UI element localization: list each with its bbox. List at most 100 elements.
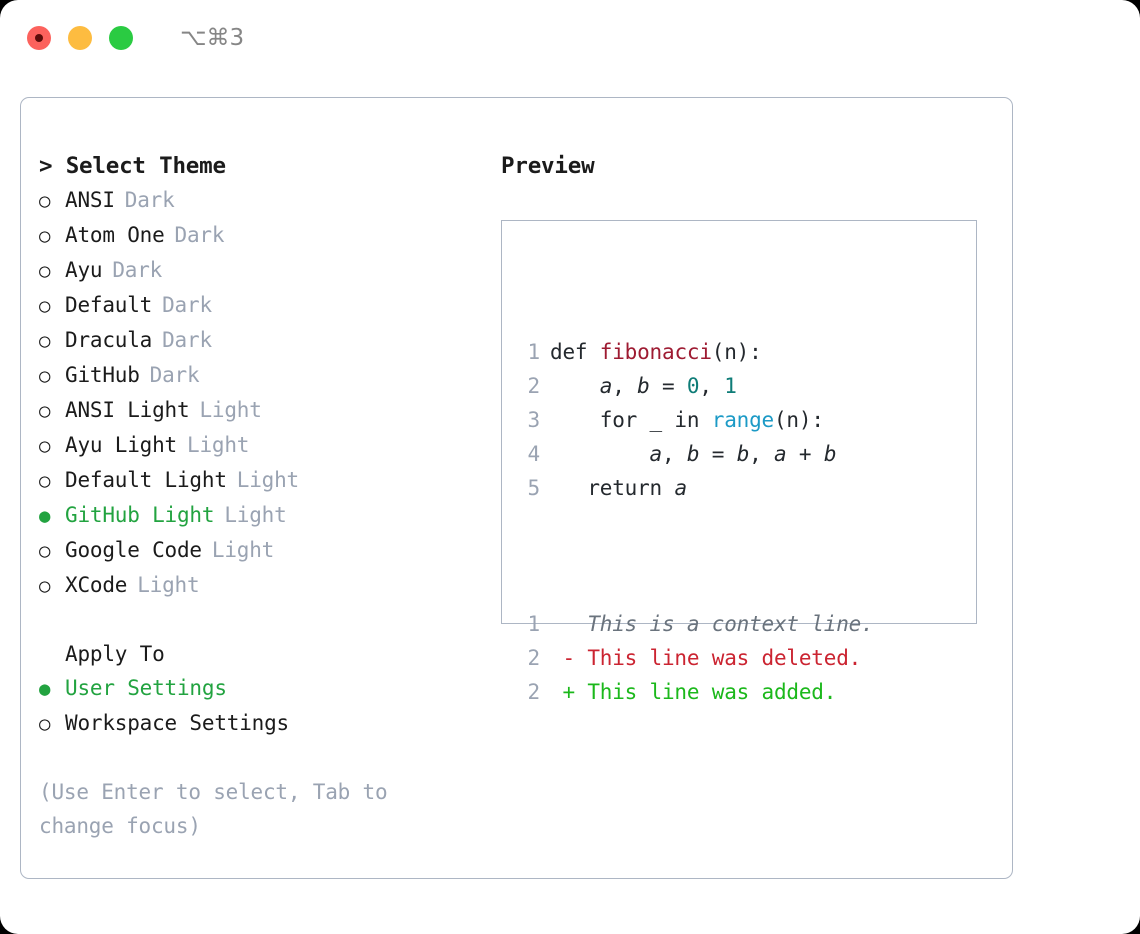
- radio-unselected-icon: ○: [39, 713, 51, 735]
- radio-unselected-icon: ○: [39, 575, 51, 597]
- code-token-plain: [550, 442, 650, 466]
- code-line-number: 1: [527, 340, 541, 364]
- preview-heading: Preview: [501, 153, 595, 179]
- theme-option-kind: Light: [187, 433, 250, 457]
- title-bar: ⌥⌘3: [0, 0, 1140, 76]
- theme-option-label: Ayu Light: [65, 433, 177, 457]
- diff-line-number: 2: [527, 646, 541, 670]
- diff-line: 2 + This line was added.: [520, 675, 874, 709]
- theme-option-label: Google Code: [65, 538, 202, 562]
- radio-unselected-icon: ○: [39, 260, 51, 282]
- theme-option-label: XCode: [65, 573, 128, 597]
- apply-to-heading: Apply To: [65, 642, 165, 666]
- theme-option-kind: Light: [236, 468, 299, 492]
- theme-option-kind: Dark: [174, 223, 225, 247]
- code-token-plain: for _ in: [550, 408, 712, 432]
- theme-option-kind: Light: [211, 538, 275, 562]
- code-token-var: a: [649, 442, 663, 466]
- code-token-plain: def: [550, 340, 600, 364]
- apply-to-option-label: Workspace Settings: [65, 711, 289, 735]
- code-token-plain: return: [550, 476, 675, 500]
- window-controls: [27, 26, 133, 50]
- diff-block: 1 This is a context line.2 - This line w…: [520, 607, 874, 709]
- select-theme-heading: > Select Theme: [39, 153, 226, 179]
- code-line: 3 for _ in range(n):: [520, 403, 874, 437]
- code-line-number: 3: [527, 408, 541, 432]
- code-token-plain: ,: [699, 374, 725, 398]
- theme-option-label: Default: [65, 293, 153, 317]
- code-token-plain: (n):: [711, 340, 762, 364]
- close-button[interactable]: [27, 26, 51, 50]
- keyboard-hint-text: (Use Enter to select, Tab to change focu…: [39, 780, 388, 838]
- code-token-plain: ,: [662, 442, 687, 466]
- theme-option-label: GitHub Light: [65, 503, 215, 527]
- code-token-plain: [550, 374, 600, 398]
- theme-option-label: ANSI Light: [65, 398, 190, 422]
- theme-option-label: Atom One: [65, 223, 165, 247]
- code-token-var: a: [774, 442, 787, 466]
- theme-option-kind: Dark: [162, 293, 212, 317]
- diff-line-text: - This line was deleted.: [550, 646, 862, 670]
- code-token-var: b: [637, 374, 650, 398]
- apply-to-option[interactable]: ● User Settings: [39, 671, 479, 706]
- code-line-number: 2: [527, 374, 541, 398]
- theme-option[interactable]: ○ Google Code Light: [39, 533, 479, 568]
- apply-to-option-label: User Settings: [65, 676, 227, 700]
- code-line: 1 def fibonacci(n):: [520, 335, 874, 369]
- code-token-num: 1: [724, 374, 737, 398]
- theme-option-label: Default Light: [65, 468, 227, 492]
- theme-option[interactable]: ○ Atom One Dark: [39, 218, 479, 253]
- code-token-plain: =: [699, 442, 737, 466]
- theme-option-kind: Dark: [124, 188, 175, 212]
- theme-option[interactable]: ○ Ayu Dark: [39, 253, 479, 288]
- code-token-plain: +: [786, 442, 824, 466]
- radio-unselected-icon: ○: [39, 295, 51, 317]
- radio-unselected-icon: ○: [39, 225, 51, 247]
- minimize-button[interactable]: [68, 26, 92, 50]
- diff-line-number: 2: [527, 680, 541, 704]
- code-token-plain: (n):: [773, 408, 824, 432]
- radio-unselected-icon: ○: [39, 400, 51, 422]
- radio-selected-icon: ●: [39, 505, 51, 527]
- code-token-var: a: [674, 476, 687, 500]
- radio-unselected-icon: ○: [39, 540, 51, 562]
- radio-selected-icon: ●: [39, 678, 51, 700]
- code-token-var: b: [686, 442, 700, 466]
- radio-unselected-icon: ○: [39, 330, 51, 352]
- code-token-var: b: [736, 442, 750, 466]
- apply-to-option[interactable]: ○ Workspace Settings: [39, 706, 479, 741]
- radio-unselected-icon: ○: [39, 190, 51, 212]
- zoom-button[interactable]: [109, 26, 133, 50]
- theme-option-kind: Dark: [112, 258, 163, 282]
- theme-option-label: GitHub: [65, 363, 140, 387]
- code-line: 5 return a: [520, 471, 874, 505]
- diff-line-text: + This line was added.: [550, 680, 837, 704]
- code-token-fn: fibonacci: [599, 340, 712, 364]
- code-line: 2 a, b = 0, 1: [520, 369, 874, 403]
- code-line: 4 a, b = b, a + b: [520, 437, 874, 471]
- theme-option-kind: Dark: [149, 363, 200, 387]
- code-token-plain: ,: [612, 374, 638, 398]
- theme-option-label: Ayu: [65, 258, 103, 282]
- apply-to-list: ● User Settings ○ Workspace Settings: [39, 671, 479, 741]
- code-token-var: b: [823, 442, 837, 466]
- diff-line: 2 - This line was deleted.: [520, 641, 874, 675]
- code-token-num: 0: [686, 374, 700, 398]
- theme-option[interactable]: ○ Default Dark: [39, 288, 479, 323]
